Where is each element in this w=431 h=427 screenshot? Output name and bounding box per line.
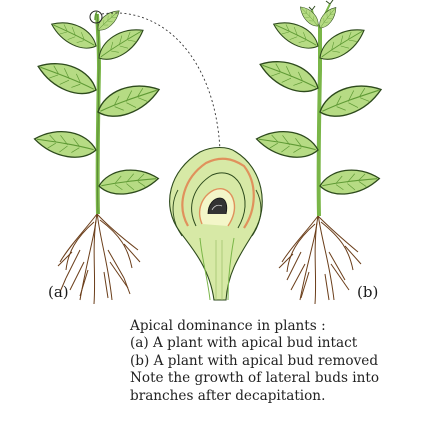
caption-note-line-1: Note the growth of lateral buds into (130, 370, 380, 387)
caption-line-b: (b) A plant with apical bud removed (130, 352, 379, 369)
plant-b-leaf (254, 126, 321, 162)
caption-title: Apical dominance in plants : (130, 318, 326, 334)
plant-b-leaf (318, 166, 382, 197)
plant-b-leaf (313, 21, 370, 67)
plant-b-leaf (255, 52, 324, 99)
plant-b-roots (278, 213, 362, 305)
panel-a-label: (a) (48, 283, 69, 301)
plant-b-stem (316, 26, 323, 217)
figure-caption: Apical dominance in plants : (a) A plant… (130, 318, 428, 405)
apical-bud-section (169, 146, 263, 301)
plant-b (254, 0, 386, 305)
caption-line-a: (a) A plant with apical bud intact (130, 335, 358, 352)
caption-note-line-2: branches after decapitation. (130, 387, 326, 404)
panel-b-label: (b) (357, 283, 379, 301)
plant-a-roots (57, 211, 141, 305)
plant-a-leaf (97, 166, 161, 197)
plant-a-leaf (33, 54, 102, 101)
plant-a-leaf (92, 77, 164, 124)
plant-b-leaf (314, 77, 386, 124)
apical-bud-marker (89, 10, 103, 24)
plant-a-leaf (32, 126, 99, 162)
plant-a (32, 6, 164, 305)
apical-dominance-illustration (32, 0, 386, 305)
